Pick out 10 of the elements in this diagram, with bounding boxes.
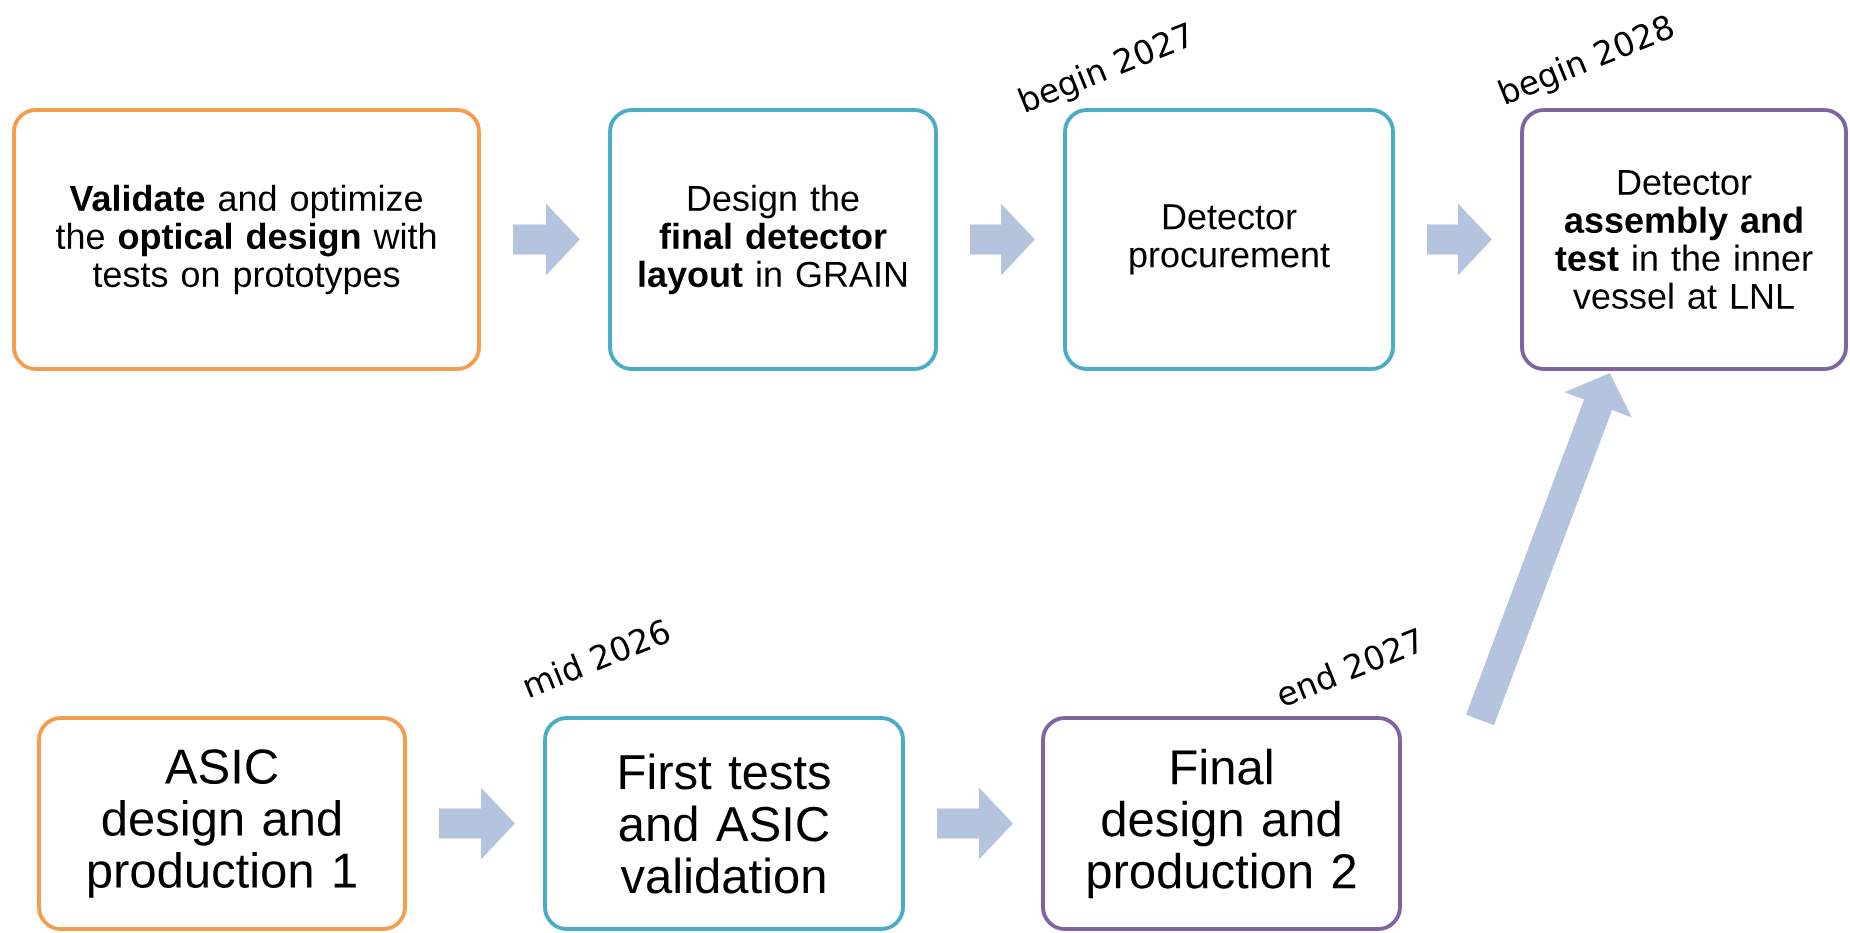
process-box: Validate and optimize the optical design with tests on prototypes [12,108,481,371]
process-box: Design the final detector layout in GRAIN [608,108,938,371]
process-box: First tests and ASIC validation [543,716,905,931]
process-box: Detector assembly and test in the inner vessel at LNL [1520,108,1848,371]
process-box: Final design and production 2 [1041,716,1402,931]
date-label: mid 2026 [523,619,670,698]
process-box: ASIC design and production 1 [37,716,407,931]
date-label: begin 2028 [1497,15,1673,105]
date-label: end 2027 [1279,627,1417,705]
process-box: Detector procurement [1063,108,1395,371]
